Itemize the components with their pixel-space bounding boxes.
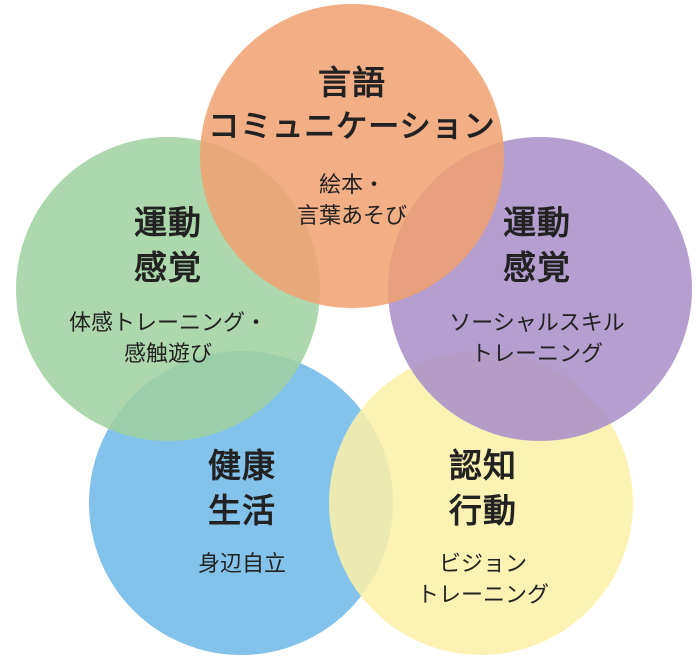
sub-cognition: ビジョン トレーニング (417, 549, 549, 611)
sub-language-line2: 言葉あそび (296, 204, 408, 229)
sub-motor-right: ソーシャルスキル トレーニング (449, 308, 625, 370)
circle-language (200, 4, 504, 308)
label-health: 健康 生活 身辺自立 (198, 443, 286, 580)
sub-motor-right-line2: トレーニング (470, 342, 603, 367)
sub-cognition-line2: トレーニング (416, 583, 550, 608)
title-language: 言語 コミュニケーション (208, 60, 495, 150)
title-motor-left-line1: 運動 (133, 203, 202, 242)
sub-motor-right-line1: ソーシャルスキル (449, 311, 625, 336)
title-health-line1: 健康 (207, 446, 276, 485)
label-motor-left: 運動 感覚 体感トレーニング・ 感触遊び (69, 200, 267, 370)
title-health-line2: 生活 (207, 491, 276, 530)
title-motor-right: 運動 感覚 (449, 200, 625, 290)
sub-motor-left: 体感トレーニング・ 感触遊び (69, 308, 267, 370)
label-language: 言語 コミュニケーション 絵本・ 言葉あそび (208, 60, 495, 232)
title-cognition-line2: 行動 (448, 491, 517, 530)
sub-health: 身辺自立 (198, 549, 286, 580)
sub-language: 絵本・ 言葉あそび (208, 170, 495, 232)
sub-motor-left-line2: 感触遊び (123, 342, 213, 367)
title-motor-right-line1: 運動 (503, 203, 571, 242)
sub-cognition-line1: ビジョン (438, 552, 528, 577)
title-cognition: 認知 行動 (417, 443, 549, 533)
sub-language-line1: 絵本・ (318, 173, 386, 198)
sub-health-line1: 身辺自立 (197, 552, 287, 577)
title-motor-right-line2: 感覚 (503, 248, 571, 287)
sub-motor-left-line1: 体感トレーニング・ (68, 311, 268, 336)
title-language-line2: コミュニケーション (208, 109, 496, 145)
title-motor-left: 運動 感覚 (69, 200, 267, 290)
title-motor-left-line2: 感覚 (133, 248, 202, 287)
title-cognition-line1: 認知 (448, 446, 517, 485)
title-health: 健康 生活 (198, 443, 286, 533)
label-cognition: 認知 行動 ビジョン トレーニング (417, 443, 549, 611)
title-language-line1: 言語 (317, 63, 386, 102)
label-motor-right: 運動 感覚 ソーシャルスキル トレーニング (449, 200, 625, 370)
